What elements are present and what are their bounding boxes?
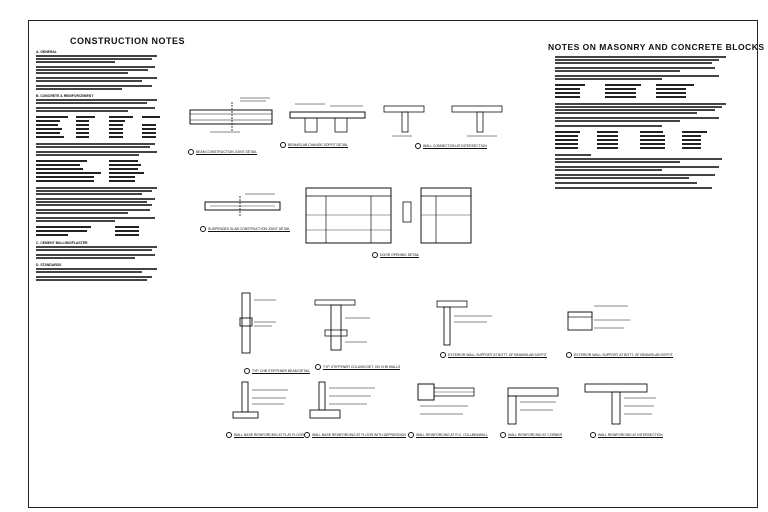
- caption-wall-base-depression: WALL BASE REINFORCING AT FLOOR WITH DEPR…: [304, 432, 406, 438]
- section-heading-concrete: B. CONCRETE & REINFORCEMENT: [36, 94, 94, 98]
- masonry-notes-column: [555, 55, 733, 190]
- wall-base-depression-drawing: [309, 381, 375, 419]
- masonry-notes-title: NOTES ON MASONRY AND CONCRETE BLOCKS: [548, 42, 765, 52]
- detail-marker-icon: [280, 142, 286, 148]
- detail-marker-icon: [500, 432, 506, 438]
- wall-connection-drawing: [383, 105, 503, 137]
- caption-wall-connection: WALL CONNECTION AT INTERSECTION: [415, 143, 487, 149]
- detail-marker-icon: [226, 432, 232, 438]
- concrete-strength-table: [36, 115, 168, 139]
- caption-beam-slab-change: BEAM/SLAB CHANGE SOFFIT DETAIL: [280, 142, 349, 148]
- lap-splice-table: [36, 225, 168, 237]
- section-heading-cement: C. CEMENT BALLING/PLASTER: [36, 241, 88, 245]
- detail-marker-icon: [372, 252, 378, 258]
- cover-requirements-table: [36, 159, 168, 183]
- block-spec-table: [555, 83, 706, 99]
- caption-door-opening: DOOR OPENING DETAIL: [372, 252, 420, 258]
- exterior-wall-support-drawing-b: [567, 305, 630, 331]
- beam-construction-joint-drawing: [189, 97, 273, 133]
- suspended-slab-joint-drawing: [204, 193, 281, 216]
- beam-slab-change-drawing: [289, 103, 366, 133]
- construction-notes-column: A. GENERAL B. CONCRETE & REINFORCEMENT C…: [36, 48, 168, 282]
- drawing-sheet-border: [28, 20, 758, 508]
- caption-chb-stiffener-beam: TYP. CHB STIFFENER BEAM DETAIL: [244, 368, 311, 374]
- detail-marker-icon: [415, 143, 421, 149]
- caption-exterior-wall-support-b: EXTERIOR WALL SUPPORT AT BOTT. OF BEAM/S…: [566, 352, 673, 358]
- wall-rc-column-drawing: [417, 383, 475, 415]
- caption-wall-rc-column: WALL REINFORCING AT R.C. COLUMN/WALL: [408, 432, 488, 438]
- detail-marker-icon: [440, 352, 446, 358]
- section-heading-standards: D. STANDARDS: [36, 263, 62, 267]
- detail-marker-icon: [304, 432, 310, 438]
- wall-intersection-drawing: [584, 383, 656, 425]
- caption-wall-base-flat: WALL BASE REINFORCING AT FLAT FLOOR: [226, 432, 304, 438]
- caption-stiffener-column: TYP. STIFFENER COLUMN DET. ON CHB WALLS: [315, 364, 401, 370]
- detail-marker-icon: [566, 352, 572, 358]
- chb-stiffener-beam-drawing: [239, 292, 276, 354]
- caption-wall-corner: WALL REINFORCING AT CORNER: [500, 432, 563, 438]
- section-heading-general: A. GENERAL: [36, 50, 57, 54]
- exterior-wall-support-drawing-a: [436, 300, 492, 346]
- detail-marker-icon: [408, 432, 414, 438]
- construction-notes-title: CONSTRUCTION NOTES: [70, 36, 186, 46]
- caption-exterior-wall-support-a: EXTERIOR WALL SUPPORT AT BOTT. OF BEAM/S…: [440, 352, 547, 358]
- detail-marker-icon: [244, 368, 250, 374]
- detail-marker-icon: [188, 149, 194, 155]
- wall-base-flat-floor-drawing: [232, 381, 288, 419]
- reinforcement-spacing-table: [555, 130, 724, 150]
- detail-marker-icon: [200, 226, 206, 232]
- caption-wall-intersection: WALL REINFORCING AT INTERSECTION: [590, 432, 663, 438]
- detail-marker-icon: [315, 364, 321, 370]
- caption-suspended-slab: SUSPENDED SLAB CONSTRUCTION JOINT DETAIL: [200, 226, 291, 232]
- wall-corner-drawing: [507, 387, 559, 425]
- caption-beam-construction-joint: BEAM CONSTRUCTION JOINT DETAIL: [188, 149, 258, 155]
- door-opening-drawing: [305, 187, 472, 244]
- stiffener-column-drawing: [314, 299, 370, 351]
- detail-marker-icon: [590, 432, 596, 438]
